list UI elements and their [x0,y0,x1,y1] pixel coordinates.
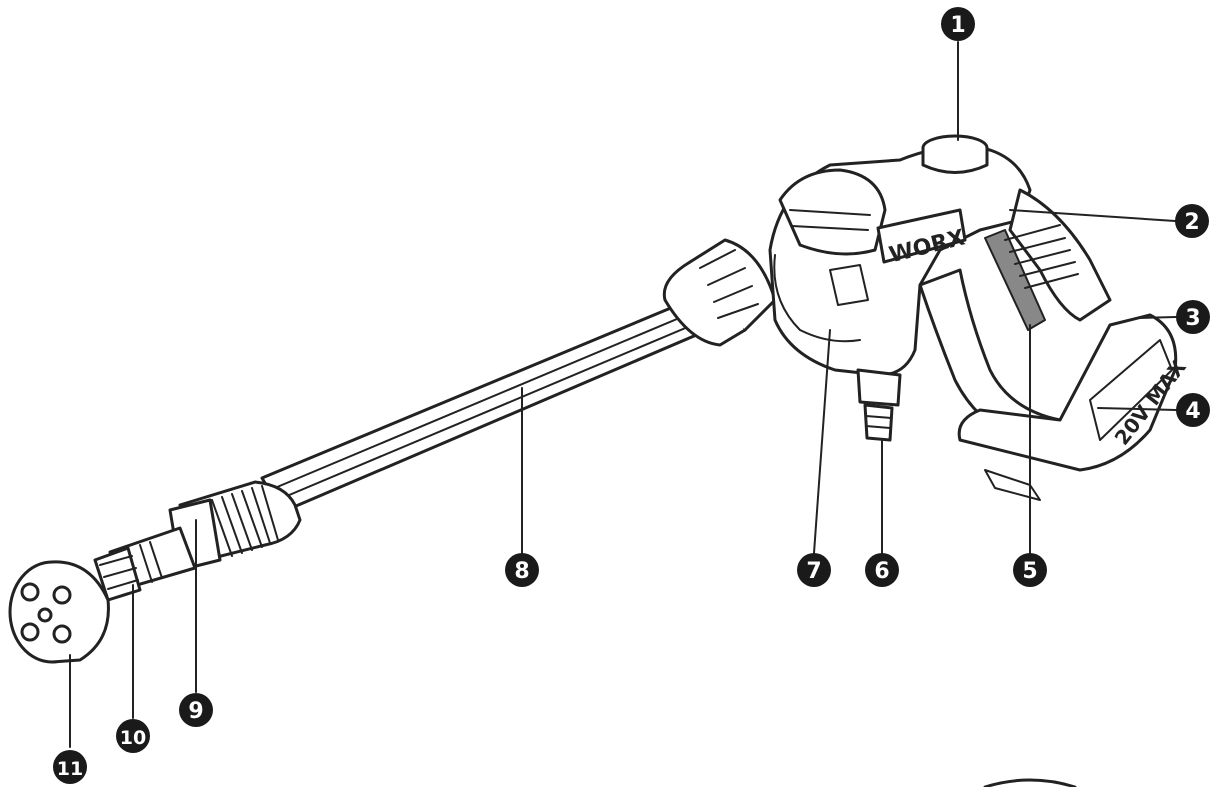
callout-8: 8 [505,553,539,587]
callout-number: 1 [950,13,965,38]
callout-11: 11 [53,750,87,784]
leader-line-4 [1097,407,1177,411]
callout-circle [1176,393,1210,427]
callout-circle [1175,204,1209,238]
callout-number: 3 [1185,306,1200,331]
callout-circle [1013,553,1047,587]
multi-nozzle-head [8,560,110,664]
leader-line-7 [813,329,831,554]
partial-object [983,778,1077,787]
hose-inlet [856,368,902,442]
callout-number: 8 [514,559,529,584]
gun-body [768,145,1032,377]
callout-markers: 1 2 3 4 5 6 7 8 9 10 11 [53,7,1210,784]
callout-number: 9 [188,699,203,724]
leader-line-3 [1139,316,1177,319]
callout-3: 3 [1176,300,1210,334]
power-button [921,134,989,174]
callout-4: 4 [1176,393,1210,427]
callout-circle [865,553,899,587]
callout-number: 2 [1184,210,1199,235]
extension-wand [260,298,710,514]
callout-2: 2 [1175,204,1209,238]
callout-circle [179,693,213,727]
callout-10: 10 [116,719,150,753]
callout-circle [941,7,975,41]
callout-circle [505,553,539,587]
trigger [984,229,1046,331]
callout-circle [116,719,150,753]
callout-5: 5 [1013,553,1047,587]
wand-connector [662,238,777,347]
callout-1: 1 [941,7,975,41]
callout-circle [1176,300,1210,334]
callout-6: 6 [865,553,899,587]
callout-7: 7 [797,553,831,587]
grip-texture [1004,224,1079,289]
callout-circle [797,553,831,587]
callout-number: 4 [1185,399,1200,424]
callout-circle [53,750,87,784]
callout-number: 7 [806,559,821,584]
callout-number: 10 [120,727,146,749]
callout-9: 9 [179,693,213,727]
callout-number: 11 [57,758,83,780]
leader-line-2 [1009,209,1176,222]
callout-number: 5 [1022,559,1037,584]
leader-lines [69,41,1177,748]
nozzle-shaft [93,526,197,602]
callout-number: 6 [874,559,889,584]
